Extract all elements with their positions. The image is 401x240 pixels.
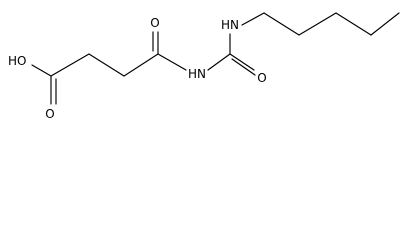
bond-nitrogen-urea <box>207 53 231 71</box>
urea-carbonyl-oxygen-label: O <box>257 71 266 85</box>
bond-amine-chain <box>241 12 265 26</box>
bond-amide-nitrogen <box>157 53 187 71</box>
bond-urea-carbonyl-1 <box>229 53 255 71</box>
bond-acid-ch2 <box>50 53 90 77</box>
bond-chain-3 <box>335 12 372 36</box>
chemical-structure-diagram: HO O O HN O HN <box>8 12 400 121</box>
hydroxyl-label: HO <box>8 54 26 68</box>
bond-urea-carbonyl-2 <box>231 58 256 76</box>
bond-ch2-amide <box>123 53 159 77</box>
bond-chain-4 <box>370 12 400 36</box>
bond-hydroxyl-carbon <box>31 64 52 77</box>
amine-nitrogen-label: HN <box>221 18 239 32</box>
imide-nitrogen-label: HN <box>188 67 206 81</box>
amide-carbonyl-oxygen-label: O <box>150 16 159 30</box>
bond-ch2-ch2 <box>88 53 125 77</box>
bond-skeleton <box>31 12 400 105</box>
acid-carbonyl-oxygen-label: O <box>45 107 54 121</box>
bond-chain-2 <box>298 12 337 36</box>
atom-labels: HO O O HN O HN <box>8 16 267 121</box>
bond-chain-1 <box>263 12 300 36</box>
